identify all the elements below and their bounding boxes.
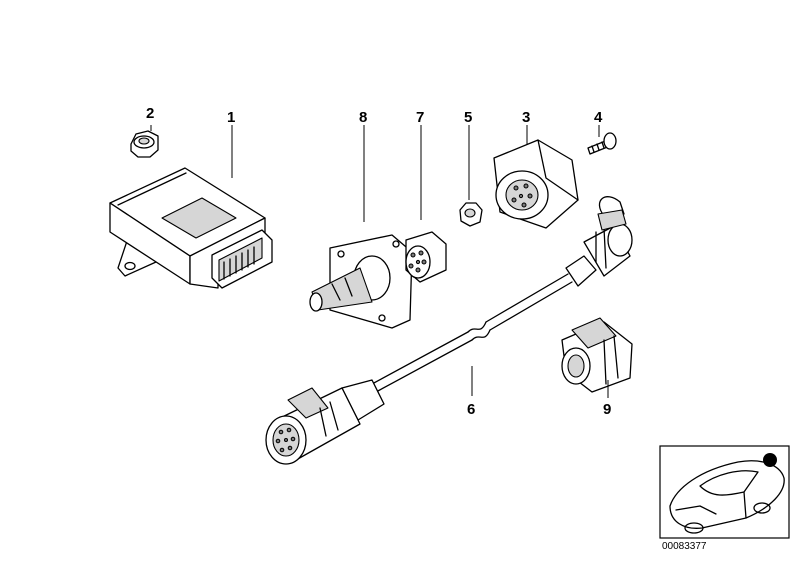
part-label-1: 1 xyxy=(227,109,236,126)
part-label-6: 6 xyxy=(467,401,476,418)
part-6-adapter-cable[interactable] xyxy=(265,196,633,465)
part-3-trailer-socket[interactable] xyxy=(493,139,579,229)
part-label-5: 5 xyxy=(464,109,473,126)
part-8-socket-housing[interactable] xyxy=(309,234,413,329)
part-5-nut[interactable] xyxy=(459,202,483,227)
part-label-8: 8 xyxy=(359,109,368,126)
part-label-9: 9 xyxy=(603,401,612,418)
part-7-contact-insert[interactable] xyxy=(405,231,447,283)
part-2-nut[interactable] xyxy=(130,130,159,158)
part-9-adapter-plug[interactable] xyxy=(561,317,633,393)
part-label-2: 2 xyxy=(146,105,155,122)
vehicle-location-inset xyxy=(659,445,790,539)
part-label-4: 4 xyxy=(594,109,603,126)
diagram-number: 00083377 xyxy=(662,541,707,552)
part-1-control-module[interactable] xyxy=(109,167,273,289)
part-label-3: 3 xyxy=(522,109,531,126)
part-label-7: 7 xyxy=(416,109,425,126)
part-4-screw[interactable] xyxy=(587,132,617,155)
